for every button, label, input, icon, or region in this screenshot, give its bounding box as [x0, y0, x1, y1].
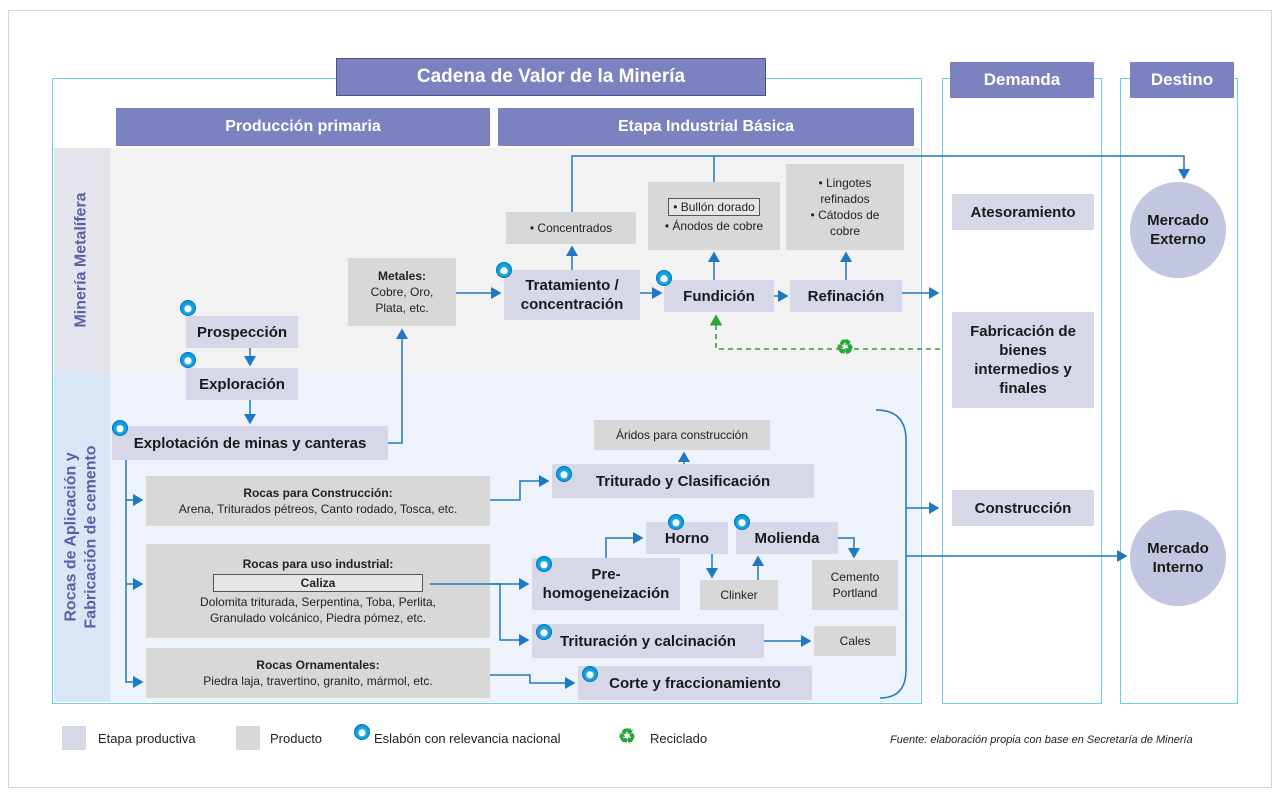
product-rocas-construccion-title: Rocas para Construcción: — [243, 486, 393, 500]
figure-frame — [8, 10, 1272, 788]
source-note: Fuente: elaboración propia con base en S… — [890, 734, 1193, 746]
product-rocas-industrial-text: Dolomita triturada, Serpentina, Toba, Pe… — [200, 595, 436, 625]
stage-fundicion: Fundición — [664, 280, 774, 312]
legend-eslabon: Eslabón con relevancia nacional — [374, 731, 561, 746]
legend-etapa: Etapa productiva — [98, 731, 196, 746]
product-anodos: • Ánodos de cobre — [664, 219, 764, 233]
product-cales: Cales — [814, 626, 896, 656]
product-cemento: Cemento Portland — [812, 560, 898, 610]
product-metales: Metales: Cobre, Oro, Plata, etc. — [348, 258, 456, 326]
product-rocas-ornamentales: Rocas Ornamentales: Piedra laja, travert… — [146, 648, 490, 698]
legend-producto: Producto — [270, 731, 323, 746]
blue-dot-icon — [180, 300, 196, 316]
row-label-rocks: Rocas de Aplicación y Fabricación de cem… — [54, 372, 110, 702]
legend-reciclado: Reciclado — [650, 731, 708, 746]
blue-dot-icon — [668, 514, 684, 530]
demand-fabricacion: Fabricación de bienes intermedios y fina… — [952, 312, 1094, 408]
blue-dot-icon — [656, 270, 672, 286]
product-refinacion-outputs: • Lingotes refinados • Cátodos de cobre — [786, 164, 904, 250]
stage-corte: Corte y fraccionamiento — [578, 666, 812, 700]
product-caliza: Caliza — [213, 574, 423, 592]
stage-explotacion: Explotación de minas y canteras — [112, 426, 388, 460]
product-lingotes: • Lingotes refinados — [818, 176, 872, 206]
stage-molienda: Molienda — [736, 522, 838, 554]
demand-construccion: Construcción — [952, 490, 1094, 526]
product-clinker: Clinker — [700, 580, 778, 610]
stage-triturado: Triturado y Clasificación — [552, 464, 814, 498]
product-metales-title: Metales: — [377, 269, 427, 283]
product-metales-text: Cobre, Oro, Plata, etc. — [370, 285, 434, 315]
main-header: Cadena de Valor de la Minería — [336, 58, 766, 96]
product-catodos: • Cátodos de cobre — [810, 208, 880, 238]
destination-header: Destino — [1130, 62, 1234, 98]
product-aridos: Áridos para construcción — [594, 420, 770, 450]
stage-prospeccion: Prospección — [186, 316, 298, 348]
blue-dot-icon — [354, 724, 370, 740]
product-rocas-construccion: Rocas para Construcción: Arena, Triturad… — [146, 476, 490, 526]
stage-refinacion: Refinación — [790, 280, 902, 312]
product-concentrados: • Concentrados — [506, 212, 636, 244]
stage-exploracion: Exploración — [186, 368, 298, 400]
recycle-icon: ♻ — [618, 726, 636, 748]
destination-interno: Mercado Interno — [1130, 510, 1226, 606]
stage-prehomog: Pre-homogeneización — [532, 558, 680, 610]
stage-trituracion: Trituración y calcinación — [532, 624, 764, 658]
demand-atesoramiento: Atesoramiento — [952, 194, 1094, 230]
blue-dot-icon — [112, 420, 128, 436]
destination-panel — [1120, 78, 1238, 704]
demand-header: Demanda — [950, 62, 1094, 98]
destination-externo: Mercado Externo — [1130, 182, 1226, 278]
product-rocas-industrial-title: Rocas para uso industrial: — [242, 557, 394, 571]
industrial-header: Etapa Industrial Básica — [498, 108, 914, 146]
stage-horno: Horno — [646, 522, 728, 554]
product-fundicion-outputs: • Bullón dorado • Ánodos de cobre — [648, 182, 780, 250]
blue-dot-icon — [582, 666, 598, 682]
product-rocas-construccion-text: Arena, Triturados pétreos, Canto rodado,… — [178, 502, 458, 516]
blue-dot-icon — [536, 624, 552, 640]
product-rocas-industrial: Rocas para uso industrial: Caliza Dolomi… — [146, 544, 490, 638]
recycle-icon: ♻ — [836, 337, 854, 359]
blue-dot-icon — [734, 514, 750, 530]
blue-dot-icon — [556, 466, 572, 482]
product-rocas-ornamentales-text: Piedra laja, travertino, granito, mármol… — [203, 674, 433, 688]
legend-swatch-etapa — [62, 726, 86, 750]
product-rocas-ornamentales-title: Rocas Ornamentales: — [256, 658, 380, 672]
primary-header: Producción primaria — [116, 108, 490, 146]
blue-dot-icon — [536, 556, 552, 572]
legend-swatch-producto — [236, 726, 260, 750]
product-bullon: • Bullón dorado — [668, 198, 760, 216]
blue-dot-icon — [180, 352, 196, 368]
row-label-metal: Minería Metalífera — [54, 148, 110, 372]
stage-tratamiento: Tratamiento / concentración — [504, 270, 640, 320]
blue-dot-icon — [496, 262, 512, 278]
